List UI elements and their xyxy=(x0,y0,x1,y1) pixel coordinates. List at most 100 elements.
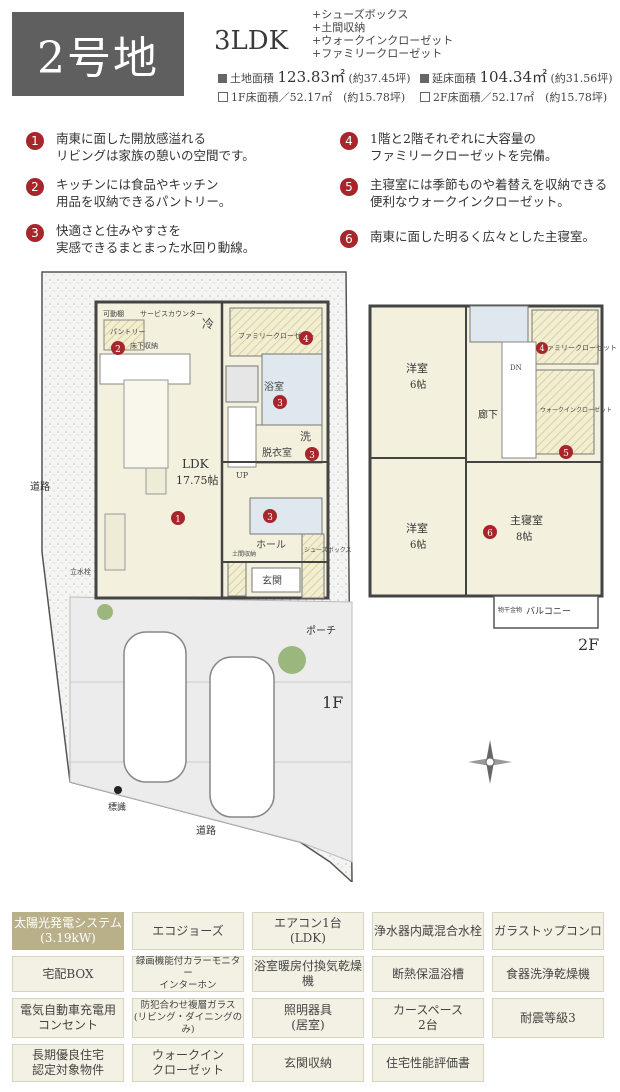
lot-number-badge: 2号地 xyxy=(12,12,184,96)
label-fridge: 冷 xyxy=(202,317,214,331)
equip-glass-stove: ガラストップコンロ xyxy=(492,912,604,950)
equip-ev-outlet: 電気自動車充電用 コンセント xyxy=(12,998,124,1038)
option-item: +シューズボックス xyxy=(312,8,409,21)
label-hall: ホール xyxy=(256,539,286,551)
label-pantry: パントリー xyxy=(110,328,145,336)
label-road-bottom: 道路 xyxy=(196,824,216,837)
label-road-left: 道路 xyxy=(30,480,50,493)
equip-walkin-closet: ウォークイン クローゼット xyxy=(132,1044,244,1082)
equip-entrance-storage: 玄関収納 xyxy=(252,1044,364,1082)
svg-text:3: 3 xyxy=(267,513,273,523)
label-meter: 立水栓 xyxy=(70,567,91,576)
label-bath: 浴室 xyxy=(264,380,284,393)
marker-dot-icon xyxy=(114,786,122,794)
label-master-size: 8帖 xyxy=(516,530,532,543)
label-family-closet: ファミリークローゼット xyxy=(238,331,315,340)
label-corridor: 廊下 xyxy=(478,408,498,421)
feature-4: 4 1階と2階それぞれに大容量のファミリークローゼットを完備。 xyxy=(340,130,620,164)
compass-icon xyxy=(468,740,512,784)
label-kadoudana: 可動棚 xyxy=(103,309,124,318)
plan-marker-3c: 3 xyxy=(263,509,277,523)
plan-marker-4: 4 xyxy=(299,331,313,345)
equip-car-space: カースペース 2台 xyxy=(372,998,484,1038)
label-ldk: LDK xyxy=(182,457,210,471)
label-room2-size: 6帖 xyxy=(410,538,426,551)
plan-marker-6: 6 xyxy=(483,525,497,539)
label-dryer: 物干金物 xyxy=(498,606,522,614)
label-balcony: バルコニー xyxy=(526,606,571,617)
svg-text:4: 4 xyxy=(539,344,544,353)
option-item: +土間収納 xyxy=(312,21,366,34)
plan-marker-2: 2 xyxy=(111,341,125,355)
svg-text:3: 3 xyxy=(277,399,283,409)
f2-area: 2F床面積／52.17㎡ (約15.78坪) xyxy=(420,89,607,105)
balcony xyxy=(493,595,599,629)
label-master: 主寝室 xyxy=(510,513,543,527)
options-list: +シューズボックス +土間収納 +ウォークインクローゼット +ファミリークローゼ… xyxy=(312,8,453,60)
label-room1-size: 6帖 xyxy=(410,378,426,391)
label-1f: 1F xyxy=(322,693,343,712)
svg-text:3: 3 xyxy=(309,451,315,461)
equip-solar: 太陽光発電システム (3.19kW) xyxy=(12,912,124,950)
filled-square-icon xyxy=(420,74,429,83)
label-walkin: ウォークインクローゼット xyxy=(540,406,612,414)
tree-icon xyxy=(278,646,306,674)
feature-2: 2 キッチンには食品やキッチン用品を収納できるパントリー。 xyxy=(26,176,311,210)
plan-marker-4-2f: 4 xyxy=(536,342,548,354)
feature-5: 5 主寝室には季節ものや着替えを収納できる便利なウォークインクローゼット。 xyxy=(340,176,620,210)
label-wash: 洗 xyxy=(300,430,311,443)
plan-marker-3b: 3 xyxy=(305,447,319,461)
filled-square-icon xyxy=(218,74,227,83)
label-up: UP xyxy=(236,471,249,480)
svg-text:5: 5 xyxy=(563,449,569,459)
label-room1: 洋室 xyxy=(406,361,428,375)
svg-text:4: 4 xyxy=(303,335,309,345)
plan-type: 3LDK xyxy=(214,26,289,56)
equip-delivery-box: 宅配BOX xyxy=(12,956,124,992)
floor-area: 延床面積 104.34㎡ (約31.56坪) xyxy=(420,66,613,87)
label-porch: ポーチ xyxy=(306,625,336,637)
equip-performance-report: 住宅性能評価書 xyxy=(372,1044,484,1082)
svg-text:1: 1 xyxy=(175,515,181,525)
label-dn: DN xyxy=(510,364,522,372)
floor-plan-drawing: 可動棚 サービスカウンター 冷 パントリー 床下収納 ファミリークローゼット 浴… xyxy=(30,271,617,884)
label-service-counter: サービスカウンター xyxy=(140,309,203,318)
equip-long-life-housing: 長期優良住宅 認定対象物件 xyxy=(12,1044,124,1082)
plan-marker-3: 3 xyxy=(273,395,287,409)
empty-square-icon xyxy=(218,92,228,102)
label-dressing: 脱衣室 xyxy=(262,446,292,459)
equip-intercom: 録画機能付カラーモニター インターホン xyxy=(132,956,244,992)
feature-6: 6 南東に面した明るく広々とした主寝室。 xyxy=(340,228,620,248)
tree-icon xyxy=(97,604,113,620)
equip-ecojozu: エコジョーズ xyxy=(132,912,244,950)
label-shoe: シューズボックス xyxy=(304,546,352,554)
label-doma: 土間収納 xyxy=(232,550,256,558)
label-room2: 洋室 xyxy=(406,521,428,535)
f1-area: 1F床面積／52.17㎡ (約15.78坪) xyxy=(218,89,405,105)
land-area: 土地面積 123.83㎡ (約37.45坪) xyxy=(218,66,411,87)
plan-marker-1: 1 xyxy=(171,511,185,525)
option-item: +ファミリークローゼット xyxy=(312,47,443,60)
car-icon xyxy=(123,631,187,783)
label-family-closet-2f: ファミリークローゼット xyxy=(540,343,617,352)
label-ldk-size: 17.75帖 xyxy=(176,474,219,487)
equip-security-glass: 防犯合わせ複層ガラス (リビング・ダイニングのみ) xyxy=(132,998,244,1038)
label-entrance: 玄関 xyxy=(262,574,282,587)
equip-insulated-tub: 断熱保温浴槽 xyxy=(372,956,484,992)
car-icon xyxy=(209,656,275,818)
feature-1: 1 南東に面した開放感溢れるリビングは家族の憩いの空間です。 xyxy=(26,130,311,164)
floor-plans: 可動棚 サービスカウンター 冷 パントリー 床下収納 ファミリークローゼット 浴… xyxy=(0,262,620,884)
option-item: +ウォークインクローゼット xyxy=(312,34,454,47)
feature-3: 3 快適さと住みやすさを実感できるまとまった水回り動線。 xyxy=(26,222,311,256)
label-2f: 2F xyxy=(578,635,599,654)
equip-aircon: エアコン1台 (LDK) xyxy=(252,912,364,950)
plan-marker-5: 5 xyxy=(559,445,573,459)
empty-square-icon xyxy=(420,92,430,102)
equip-bath-dryer: 浴室暖房付換気乾燥機 xyxy=(252,956,364,992)
equip-water-filter: 浄水器内蔵混合水栓 xyxy=(372,912,484,950)
label-underfloor: 床下収納 xyxy=(130,341,158,350)
equip-seismic: 耐震等級3 xyxy=(492,998,604,1038)
label-marker: 標識 xyxy=(108,801,126,813)
equip-lighting: 照明器具 (居室) xyxy=(252,998,364,1038)
svg-text:6: 6 xyxy=(487,529,493,539)
